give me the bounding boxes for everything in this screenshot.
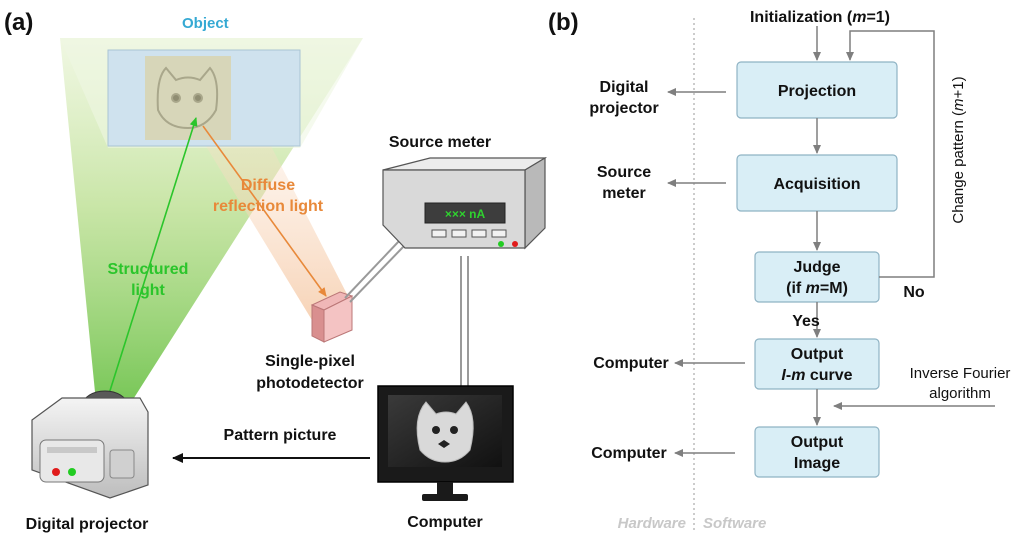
- hw-computer-1: Computer: [593, 355, 669, 372]
- box-judge-text-2: (if m=M): [786, 280, 848, 297]
- initialization-label: Initialization (m=1): [750, 9, 890, 26]
- change-pattern-label: Change pattern (m+1): [950, 76, 967, 223]
- box-acquisition-text: Acquisition: [773, 176, 860, 193]
- hardware-label: Hardware: [618, 515, 686, 532]
- computer-monitor-icon: [377, 385, 514, 501]
- source-meter-label: Source meter: [389, 134, 491, 151]
- panel-b-label: (b): [548, 9, 579, 36]
- pattern-picture-label: Pattern picture: [224, 427, 337, 444]
- structured-light-label-2: light: [131, 282, 165, 299]
- hw-computer-2: Computer: [591, 445, 667, 462]
- structured-light-arrow: [107, 117, 198, 398]
- hw-digital-projector-2: projector: [589, 100, 658, 117]
- hw-digital-projector-1: Digital: [600, 79, 649, 96]
- box-judge-text-1: Judge: [793, 259, 840, 276]
- computer-label: Computer: [407, 514, 483, 531]
- cables: [344, 239, 469, 390]
- hw-source-meter-1: Source: [597, 164, 651, 181]
- yes-label: Yes: [792, 313, 820, 330]
- box-output-image-text-2: Image: [794, 455, 840, 472]
- digital-projector-label: Digital projector: [26, 516, 149, 533]
- object-panel: [107, 49, 301, 147]
- structured-light-label-1: Structured: [108, 261, 189, 278]
- software-label: Software: [703, 515, 766, 532]
- diffuse-light-arrow: [202, 125, 327, 297]
- meter-display: ××× nA: [445, 207, 486, 221]
- box-projection-text: Projection: [778, 83, 856, 100]
- diffuse-label-2: reflection light: [213, 198, 324, 215]
- photodetector-label-1: Single-pixel: [265, 353, 355, 370]
- flow-boxes: [736, 61, 898, 478]
- digital-projector-icon: [31, 390, 149, 499]
- photodetector-icon: [310, 291, 354, 343]
- inverse-fourier-label-1: Inverse Fourier: [910, 365, 1011, 382]
- source-meter-icon: [382, 156, 548, 250]
- hw-source-meter-2: meter: [602, 185, 646, 202]
- no-label: No: [903, 284, 925, 301]
- flow-arrows: [667, 26, 995, 457]
- panel-a-label: (a): [4, 9, 33, 36]
- photodetector-label-2: photodetector: [256, 375, 364, 392]
- box-output-curve-text-1: Output: [791, 346, 844, 363]
- diffuse-label-1: Diffuse: [241, 177, 295, 194]
- box-output-curve-text-2: I-m curve: [781, 367, 852, 384]
- inverse-fourier-label-2: algorithm: [929, 385, 991, 402]
- object-label: Object: [182, 15, 229, 32]
- cat-outline-icon: [156, 66, 219, 130]
- box-output-image-text-1: Output: [791, 434, 844, 451]
- cat-on-screen-icon: [416, 401, 474, 463]
- box-output-image: [754, 426, 880, 478]
